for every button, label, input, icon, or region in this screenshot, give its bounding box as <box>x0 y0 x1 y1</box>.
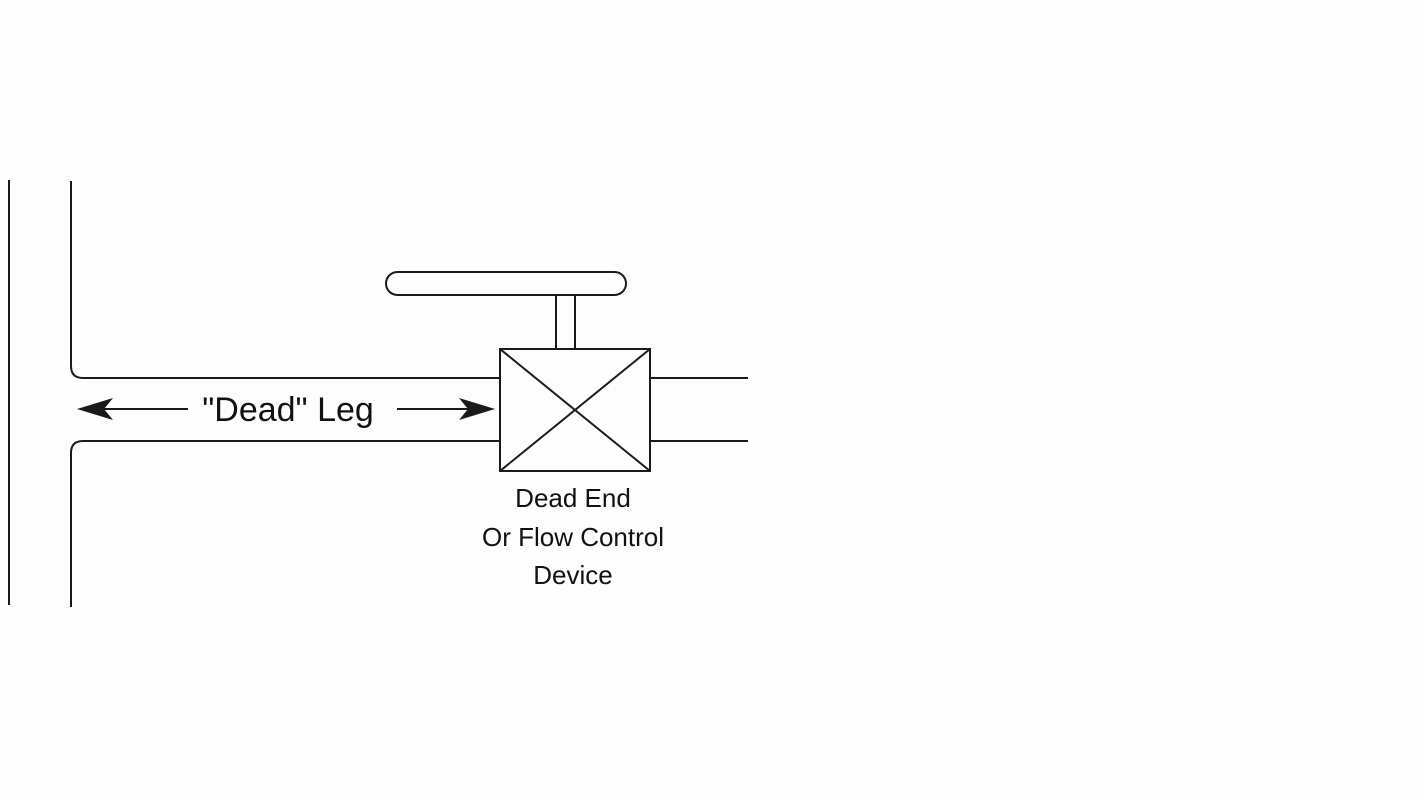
valve-body <box>499 348 651 472</box>
valve-stem <box>555 294 576 350</box>
main-pipe-inner-wall-bottom <box>70 440 500 607</box>
main-pipe-inner-wall-top <box>70 181 500 379</box>
device-label-line-2: Or Flow Control <box>482 522 664 552</box>
arrowhead-left-icon <box>77 398 113 420</box>
arrowhead-right-icon <box>459 398 495 420</box>
dead-leg-label: "Dead" Leg <box>202 391 374 429</box>
device-label-line-3: Device <box>533 560 612 590</box>
device-label-line-1: Dead End <box>515 483 631 513</box>
valve-handle <box>385 271 627 296</box>
